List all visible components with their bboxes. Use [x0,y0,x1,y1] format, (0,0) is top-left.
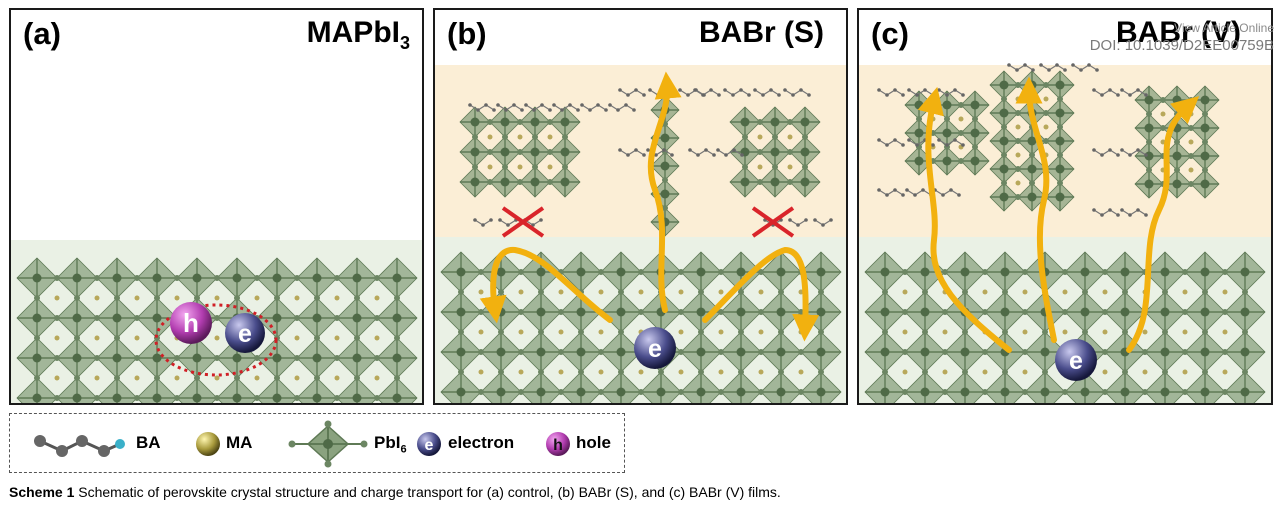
blocked-cross-right [751,206,795,238]
panel-b-label: (b) [447,16,487,51]
2d-phase-structure [877,63,1220,217]
octahedra-grid [16,257,418,403]
hole-particle: h [170,302,212,344]
legend-pbi6-sub: 6 [400,443,407,456]
charge-arrows [479,71,820,342]
legend-pbi6-main: PbI [374,433,401,452]
electron-letter: e [648,335,662,363]
panel-a: h e (a) MAPbI3 [9,8,424,405]
hole-letter: h [183,308,199,338]
panel-c-illustration: e [859,63,1271,403]
panel-a-title: MAPbI3 [307,16,410,54]
legend-hole-label: hole [576,433,611,452]
electron-icon-letter: e [425,437,434,454]
legend-icons: e h [34,420,570,468]
panel-a-title-sub: 3 [399,33,410,53]
figure-caption: Scheme 1 Schematic of perovskite crystal… [9,484,781,500]
legend-ba-label: BA [136,433,161,452]
panel-a-title-main: MAPbI [306,16,400,49]
electron-particle: e [225,313,265,353]
hole-icon-letter: h [553,437,563,454]
charge-arrows [917,76,1200,353]
legend-ma-label: MA [226,433,253,452]
pbi6-octahedron-icon [288,420,368,468]
panel-a-illustration: h e [11,240,422,403]
electron-icon: e [417,432,441,456]
exciton-ellipse [154,303,278,377]
doi-text: DOI: 10.1039/D2EE00759B [1089,37,1274,54]
octahedra-grid [864,251,1266,403]
panel-b-illustration: e [435,65,846,403]
legend: e h BA MA PbI6 electron hole [9,413,625,473]
hole-icon: h [546,432,570,456]
ma-cation-icon [196,432,220,456]
panel-c-label: (c) [871,16,909,51]
panel-b-title: BABr (S) [699,16,824,49]
electron-particle: e [1055,339,1097,381]
caption-label: Scheme 1 [9,484,75,500]
view-article-online-link[interactable]: View Article Online [1174,21,1274,35]
panel-a-label: (a) [23,16,61,51]
ba-molecule-icon [34,435,125,457]
caption-text: Schematic of perovskite crystal structur… [74,484,781,500]
watermark: View Article Online DOI: 10.1039/D2EE007… [1090,20,1274,54]
electron-letter: e [1069,347,1083,375]
panel-b: e (b) BABr (S) [433,8,848,405]
2d-phase-structure [459,88,833,237]
panel-c-title: BABr (V) [1116,16,1241,49]
legend-electron-label: electron [448,433,515,452]
electron-letter: e [238,320,252,348]
panel-c: e (c) BABr (V) [857,8,1273,405]
legend-pbi6-label: PbI6 [374,433,407,455]
electron-particle: e [634,327,676,369]
blocked-cross-left [501,206,545,238]
